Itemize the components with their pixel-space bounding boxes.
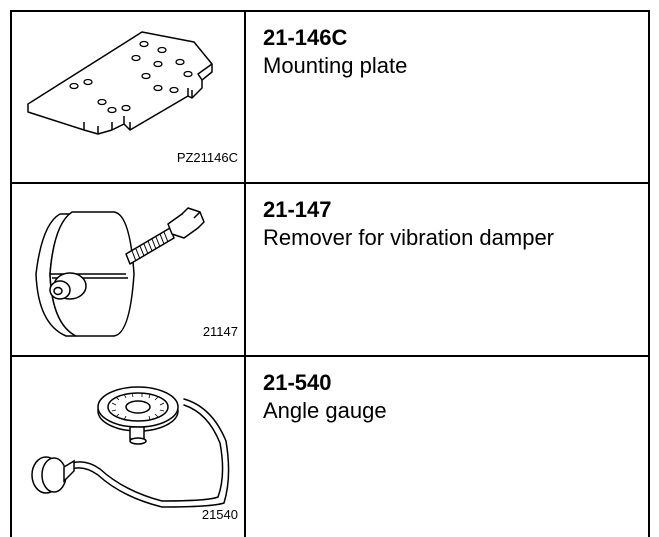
text-cell: 21-146C Mounting plate [263, 24, 633, 80]
tools-table: PZ21146C 21-146C Mounting plate [10, 10, 650, 537]
mounting-plate-icon [27, 31, 213, 135]
table-row: 21540 21-540 Angle gauge [10, 355, 650, 537]
image-cell: 21147 [12, 184, 244, 355]
text-cell: 21-147 Remover for vibration damper [263, 196, 633, 252]
table-row: 21147 21-147 Remover for vibration dampe… [10, 182, 650, 355]
column-divider [244, 10, 246, 537]
image-code: 21540 [201, 507, 238, 522]
vibration-damper-remover-icon [35, 207, 205, 337]
part-description: Mounting plate [263, 53, 408, 78]
table-border-top [10, 10, 650, 12]
table-row: PZ21146C 21-146C Mounting plate [10, 10, 650, 182]
image-code: 21147 [202, 324, 238, 339]
part-description: Remover for vibration damper [263, 225, 555, 250]
text-cell: 21-540 Angle gauge [263, 369, 633, 425]
row-divider [10, 355, 650, 357]
image-cell: 21540 [12, 357, 244, 537]
table-border-left [10, 10, 12, 537]
table-border-right [648, 10, 650, 537]
part-description: Angle gauge [263, 398, 387, 423]
part-number: 21-147 [263, 197, 332, 222]
image-cell: PZ21146C [12, 12, 244, 182]
image-code: PZ21146C [176, 150, 238, 165]
part-number: 21-146C [263, 25, 348, 50]
part-number: 21-540 [263, 370, 332, 395]
row-divider [10, 182, 650, 184]
angle-gauge-icon [31, 386, 230, 508]
